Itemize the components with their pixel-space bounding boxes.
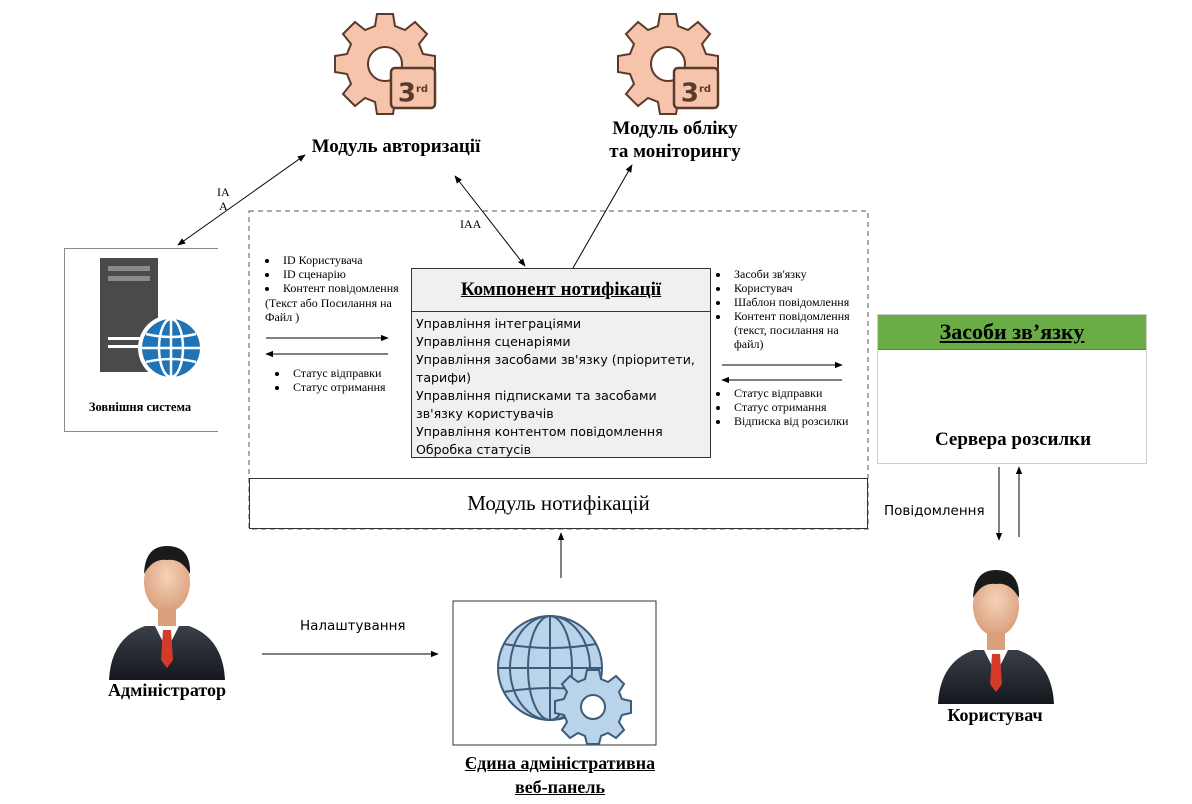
messages-label: Повідомлення: [884, 503, 985, 519]
right-input-item: Статус відправки: [730, 386, 866, 400]
arrow-component-monitor: [572, 164, 633, 269]
right-input-list: Статус відправки Статус отримання Відпис…: [716, 386, 866, 428]
badge-number: 3: [680, 78, 699, 109]
admin-panel-label: Єдина адміністративна веб-панель: [430, 751, 690, 799]
badge-sup: rd: [699, 84, 712, 95]
badge-number: 3: [397, 78, 416, 109]
right-input-item: Відписка від розсилки: [730, 414, 866, 428]
user-person-icon: [938, 570, 1054, 704]
admin-label: Адміністратор: [108, 680, 226, 700]
component-title: Компонент нотифікації: [412, 269, 710, 312]
iaa-left-label-2: A: [219, 199, 228, 213]
auth-3rd-badge: 3rd: [391, 72, 435, 109]
arrow-ext-auth: [177, 154, 306, 246]
right-output-item: Користувач: [730, 281, 866, 295]
component-item: Управління засобами зв'язку (пріоритети,…: [416, 352, 695, 385]
right-output-item: Контент повідомлення (текст, посилання н…: [730, 309, 866, 351]
badge-sup: rd: [416, 84, 429, 95]
monitor-3rd-badge: 3rd: [674, 72, 718, 109]
globe-icon: [138, 315, 204, 381]
right-output-item: Засоби зв'язку: [730, 267, 866, 281]
channels-box: Засоби зв’язку Сервера розсилки: [877, 314, 1147, 464]
right-output-item: Шаблон повідомлення: [730, 295, 866, 309]
settings-gear-icon: [554, 669, 632, 745]
settings-label: Налаштування: [300, 618, 406, 634]
admin-person-icon: [109, 546, 225, 680]
module-boundary: [248, 210, 869, 530]
arrow-component-auth: [454, 175, 526, 267]
right-output-list: Засоби зв'язку Користувач Шаблон повідом…: [716, 267, 866, 351]
left-input-extra: (Текст або Посилання на Файл ): [265, 296, 392, 324]
external-system-box: [64, 248, 218, 432]
left-output-item: Статус відправки: [289, 366, 405, 380]
component-item: Обробка статусів: [416, 442, 532, 457]
left-input-item: Контент повідомлення: [279, 281, 415, 295]
left-input-list: ID Користувача ID сценарію Контент повід…: [265, 253, 415, 324]
iaa-left-label-1: IA: [217, 185, 230, 199]
monitor-module-title-line2: та моніторингу: [609, 141, 741, 162]
left-input-item: ID сценарію: [279, 267, 415, 281]
admin-panel-line1: Єдина адміністративна: [464, 753, 656, 773]
monitoring-module-gear-icon: [617, 13, 720, 115]
user-label: Користувач: [947, 705, 1043, 725]
component-item: Управління контентом повідомлення: [416, 424, 663, 439]
notification-component-box: Компонент нотифікації Управління інтегра…: [411, 268, 711, 458]
admin-panel-line2: веб-панель: [514, 777, 606, 797]
left-input-item: ID Користувача: [279, 253, 415, 267]
component-item: Управління сценаріями: [416, 334, 571, 349]
left-output-list: Статус відправки Статус отримання: [275, 366, 405, 394]
servers-label: Сервера розсилки: [934, 429, 1092, 450]
component-item: Управління інтеграціями: [416, 316, 582, 331]
notification-module-title: Модуль нотифікацій: [249, 478, 868, 529]
right-input-item: Статус отримання: [730, 400, 866, 414]
left-output-item: Статус отримання: [289, 380, 405, 394]
monitor-module-title-line1: Модуль обліку: [612, 118, 738, 139]
external-system-label: Зовнішня система: [88, 400, 192, 414]
channels-title: Засоби зв’язку: [878, 315, 1146, 350]
auth-module-gear-icon: [334, 13, 437, 115]
auth-module-title: Модуль авторизації: [311, 136, 481, 157]
iaa-center-label: IAA: [460, 217, 482, 231]
component-item: Управління підписками та засобами зв'язк…: [416, 388, 657, 421]
component-items: Управління інтеграціями Управління сцена…: [412, 312, 710, 459]
